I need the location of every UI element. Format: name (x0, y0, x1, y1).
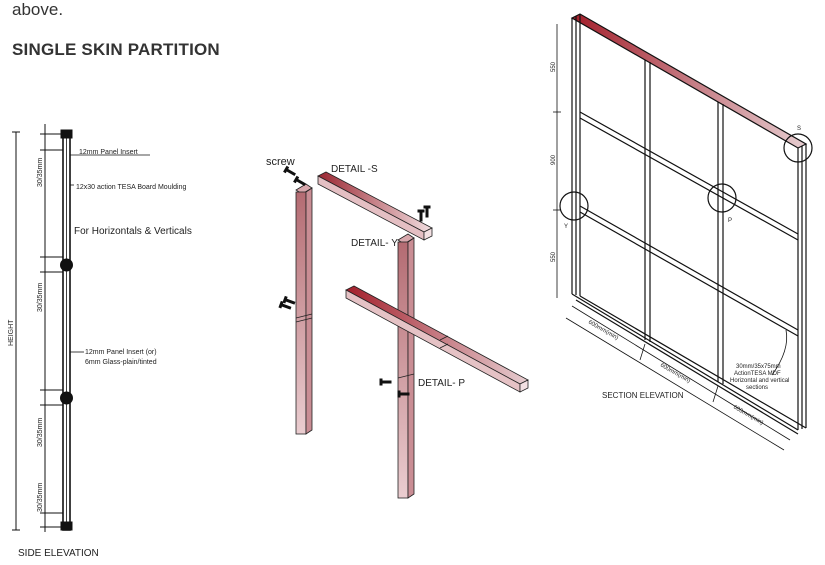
marker-y: Y (564, 224, 568, 230)
note-line-2: ActionTESA MDF (734, 371, 781, 377)
detail-members (295, 171, 529, 499)
dim-550-top: 550 (551, 61, 557, 72)
dim-width-3: 600mm(min) (732, 405, 764, 427)
marker-p: P (728, 218, 732, 224)
dim-label-a: 30/35mm (37, 158, 44, 187)
label-panel-insert: 12mm Panel Insert (79, 149, 138, 156)
dim-label-d: 30/35mm (37, 483, 44, 512)
screw-icons (278, 165, 431, 398)
side-elevation (12, 124, 150, 532)
label-height: HEIGHT (8, 319, 15, 346)
caption-side-elevation: SIDE ELEVATION (18, 548, 99, 559)
page-heading: SINGLE SKIN PARTITION (12, 40, 220, 59)
screw-icon (417, 209, 425, 222)
screw-icon (397, 390, 410, 398)
dim-width-2: 600mm(min) (659, 363, 691, 385)
label-detail-y: DETAIL- Y (351, 238, 398, 249)
label-screw: screw (266, 156, 295, 168)
section-elevation-frame (553, 13, 813, 451)
note-line-4: sections (746, 385, 768, 391)
caption-section-elevation: SECTION ELEVATION (602, 391, 684, 400)
screw-icon (379, 378, 392, 386)
label-detail-p: DETAIL- P (418, 378, 465, 389)
screw-icon (283, 165, 296, 177)
dim-label-b: 30/35mm (37, 283, 44, 312)
label-moulding: 12x30 action TESA Board Moulding (76, 184, 186, 191)
note-line-3: Horizontal and vertical (730, 378, 789, 384)
label-glass: 6mm Glass-plain/tinted (85, 359, 157, 366)
screw-icon (282, 295, 296, 305)
dim-900: 900 (551, 154, 557, 165)
label-panel-insert-or: 12mm Panel Insert (or) (85, 349, 157, 356)
dim-550-bottom: 550 (551, 251, 557, 262)
screw-icon (423, 205, 431, 218)
label-detail-s: DETAIL -S (331, 164, 378, 175)
screw-icon (293, 175, 306, 187)
note-line-1: 30mm/35x75mm (736, 364, 781, 370)
intro-text: above. (12, 0, 64, 19)
marker-s: S (797, 126, 801, 132)
screw-icon (278, 300, 292, 310)
dim-label-c: 30/35mm (37, 418, 44, 447)
label-horizontals-verticals: For Horizontals & Verticals (74, 226, 192, 237)
